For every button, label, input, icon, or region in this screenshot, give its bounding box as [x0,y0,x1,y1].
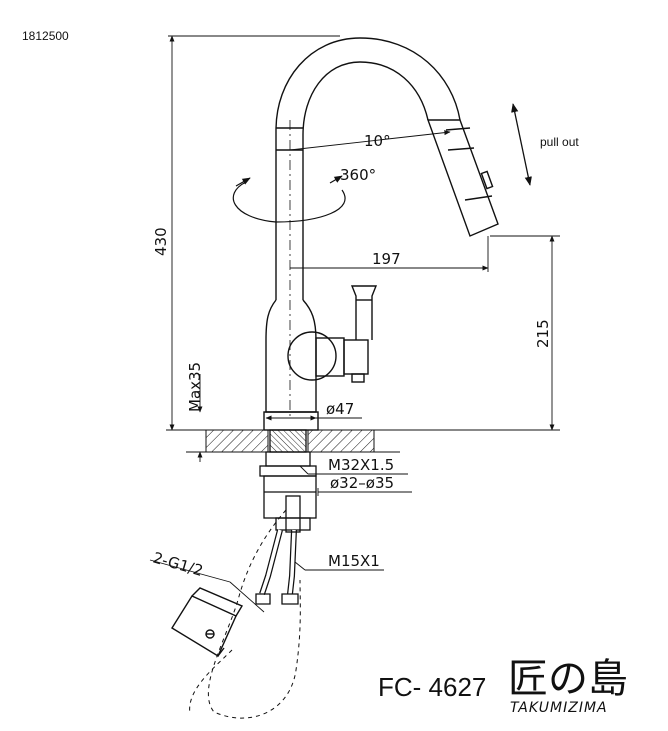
label-base-diameter: ø47 [326,400,354,418]
mounting-hardware [189,429,317,719]
brand-logo-cjk: 匠の島 [508,656,628,702]
label-deck-max: Max35 [186,362,204,412]
label-inlet-thread: 2-G1/2 [151,549,205,580]
spout-outer [275,37,461,300]
countertop [166,429,560,453]
pull-out-arrow [511,103,532,186]
label-height-total: 430 [152,227,170,256]
lever-handle [350,285,378,340]
handle-hub [287,331,337,381]
part-number: 1812500 [22,29,69,43]
label-angle: 10° [364,132,391,150]
spout-inner [302,61,429,300]
dimension-lines [149,35,560,613]
faucet-body [263,37,499,431]
body-column [265,299,317,413]
label-rotation: 360° [340,166,376,184]
label-shank-thread: M32X1.5 [328,456,394,474]
label-spout-height: 215 [534,319,552,348]
faucet-base [263,411,319,431]
label-pull-out: pull out [540,135,579,149]
spray-head-detached [171,587,244,658]
model-number: FC- 4627 [378,672,486,702]
label-hose-thread: M15X1 [328,552,380,570]
label-reach: 197 [372,250,401,268]
label-hole-diameter: ø32–ø35 [330,474,394,492]
spray-head [427,119,499,237]
rotation-indicator [232,175,346,223]
brand-logo-latin: TAKUMIZIMA [510,700,608,716]
